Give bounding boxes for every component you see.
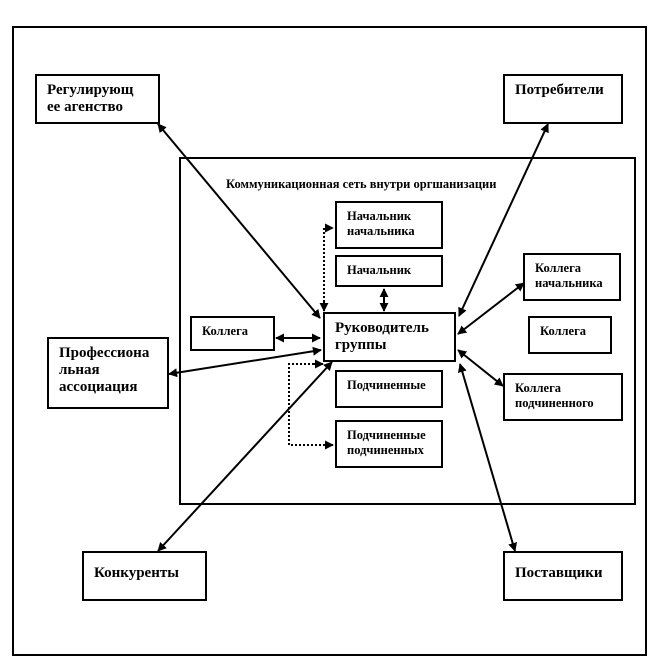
group-leader-line-1: Руководитель: [335, 320, 429, 336]
group-leader-box: Руководитель группы: [323, 312, 456, 362]
colleague-of-boss-line-2: начальника: [535, 276, 603, 290]
group-leader-line-2: группы: [335, 337, 387, 353]
competitors-label: Конкуренты: [94, 565, 179, 581]
regulatory-agency-line-1: Регулирующ: [47, 82, 134, 98]
suppliers-label: Поставщики: [515, 565, 603, 581]
colleague-of-subordinate-line-1: Коллега: [515, 381, 562, 395]
regulatory-agency-box: Регулирующ ее агенство: [35, 74, 160, 124]
regulatory-agency-line-2: ее агенство: [47, 99, 124, 115]
network-title: Коммуникационная сеть внутри оргшанизаци…: [226, 177, 497, 191]
boss-of-boss-line-1: Начальник: [347, 209, 412, 223]
colleague-of-subordinate-line-2: подчиненного: [515, 396, 594, 410]
colleague-right-label: Коллега: [540, 324, 587, 338]
suppliers-box: Поставщики: [503, 551, 623, 601]
colleague-right-box: Коллега: [528, 316, 612, 354]
professional-association-line-2: льная: [59, 362, 100, 378]
sub-subordinates-line-1: Подчиненные: [347, 428, 426, 442]
professional-association-line-1: Профессиона: [59, 345, 150, 361]
colleague-of-boss-box: Коллега начальника: [523, 253, 621, 301]
consumers-box: Потребители: [503, 74, 623, 124]
subordinates-label: Подчиненные: [347, 378, 426, 392]
professional-association-line-3: ассоциация: [59, 379, 138, 395]
boss-box: Начальник: [335, 255, 443, 287]
colleague-of-subordinate-box: Коллега подчиненного: [503, 373, 623, 421]
colleague-left-box: Коллега: [190, 316, 275, 351]
outer-frame: [12, 26, 647, 656]
organization-network-frame: [179, 157, 636, 505]
consumers-label: Потребители: [515, 82, 604, 98]
subordinates-box: Подчиненные: [335, 370, 443, 408]
competitors-box: Конкуренты: [82, 551, 207, 601]
boss-of-boss-box: Начальник начальника: [335, 201, 443, 249]
boss-label: Начальник: [347, 263, 412, 277]
boss-of-boss-line-2: начальника: [347, 224, 415, 238]
professional-association-box: Профессиона льная ассоциация: [47, 337, 169, 409]
colleague-of-boss-line-1: Коллега: [535, 261, 582, 275]
colleague-left-label: Коллега: [202, 324, 249, 338]
subordinates-of-subordinates-box: Подчиненные подчиненных: [335, 420, 443, 468]
sub-subordinates-line-2: подчиненных: [347, 443, 424, 457]
